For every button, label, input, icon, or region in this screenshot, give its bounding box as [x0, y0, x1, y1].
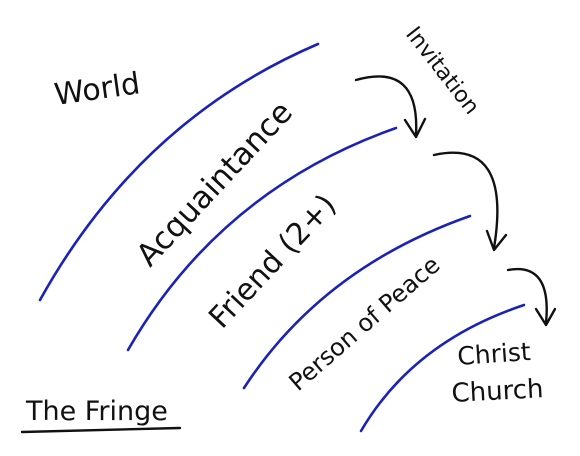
label-the-fringe: The Fringe — [25, 396, 168, 427]
label-person-of-peace: Person of Peace — [284, 251, 446, 397]
arrow-to-person-of-peace — [506, 267, 557, 327]
label-christ: Christ — [456, 337, 531, 371]
the-fringe-underline — [20, 426, 182, 434]
arrow-to-acquaintance — [354, 75, 427, 139]
label-friend: Friend (2+) — [202, 188, 343, 336]
band-line-world — [38, 42, 320, 302]
band-line-acquaintance — [126, 126, 398, 352]
band-line-person-of-peace — [359, 303, 526, 433]
arrow-to-friend — [432, 151, 508, 252]
label-church: Church — [451, 374, 544, 409]
label-world: World — [52, 66, 142, 113]
band-line-friend — [242, 214, 472, 390]
